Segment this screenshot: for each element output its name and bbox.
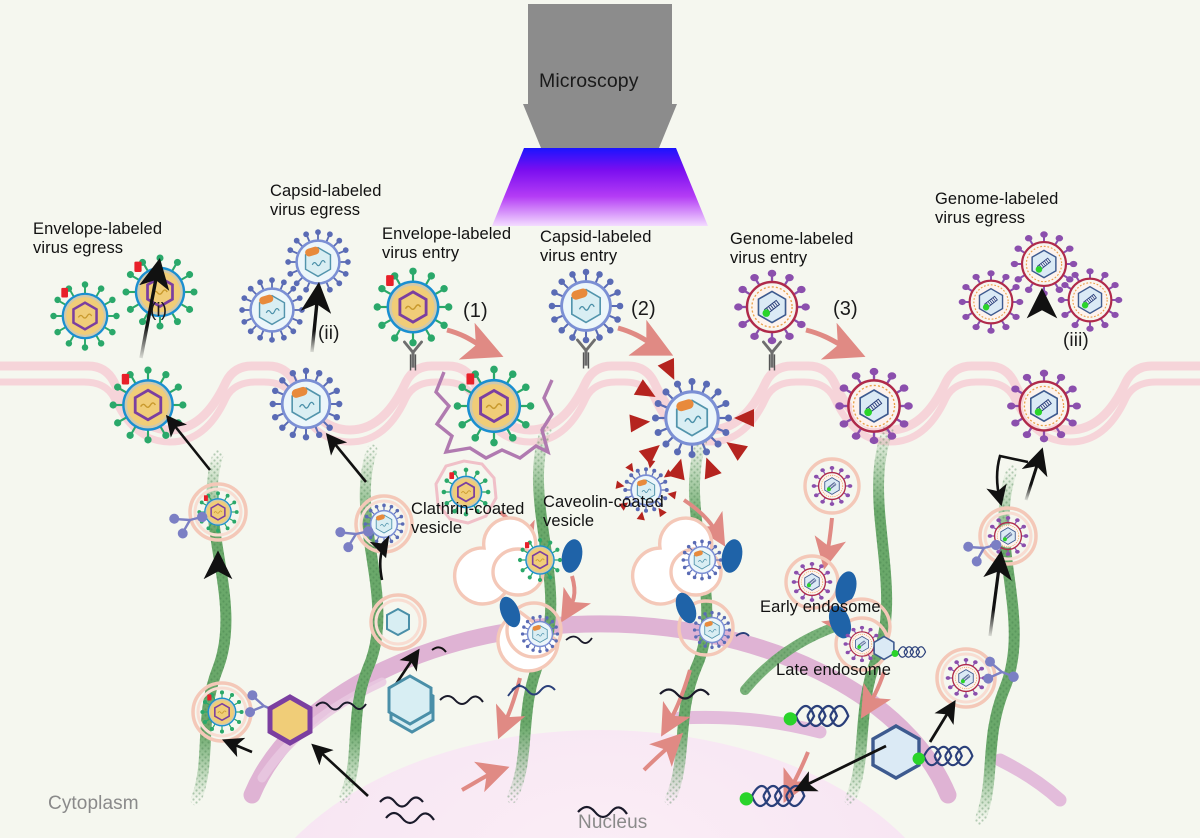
- label-clathrin-vesicle: Clathrin-coated vesicle: [411, 500, 525, 538]
- entry-arrow-1: [446, 322, 504, 360]
- capsid-entry-column: [547, 267, 754, 819]
- entry-arrow: [560, 575, 592, 623]
- genome-strand: [439, 695, 484, 705]
- entry-arrow: [642, 732, 684, 772]
- clathrin-coated-pit: [434, 371, 554, 460]
- step-marker-2: (2): [631, 298, 656, 320]
- step-marker-iii: (iii): [1063, 330, 1089, 351]
- label-capsid-egress: Capsid-labeled virus egress: [270, 182, 382, 220]
- route-arrow: [793, 744, 887, 792]
- entry-arrow: [495, 677, 526, 740]
- route-arrow: [986, 454, 1029, 507]
- step-marker-i: (i): [150, 300, 168, 321]
- entry-arrow-3: [805, 322, 866, 360]
- endosome-marker: [499, 596, 521, 628]
- vesicle-capsid-lower: [369, 593, 427, 651]
- endosome-envelope: [453, 516, 583, 606]
- endosome-capsid: [630, 516, 743, 606]
- label-cytoplasm: Cytoplasm: [48, 793, 139, 814]
- label-envelope-egress: Envelope-labeled virus egress: [33, 220, 163, 258]
- label-capsid-entry: Capsid-labeled virus entry: [540, 228, 652, 266]
- endosome-marker: [675, 592, 697, 624]
- entry-arrow: [860, 671, 892, 719]
- late-endosome-capsid: [675, 592, 750, 657]
- label-nucleus: Nucleus: [578, 812, 648, 833]
- microscopy-label: Microscopy: [539, 70, 639, 92]
- label-genome-egress: Genome-labeled virus egress: [935, 190, 1059, 228]
- egress-arrow-i: [139, 257, 170, 359]
- label-envelope-entry: Envelope-labeled virus entry: [382, 225, 512, 263]
- route-arrow: [165, 414, 212, 471]
- genome-strand-nucleus: [385, 811, 435, 825]
- step-marker-ii: (ii): [318, 323, 340, 344]
- route-arrow: [222, 737, 253, 758]
- route-arrow: [1021, 447, 1048, 501]
- entry-arrow-2: [617, 319, 674, 356]
- vesicle-genome-1: [803, 457, 861, 515]
- route-arrow: [369, 535, 390, 581]
- entry-arrow: [814, 517, 847, 570]
- light-cone: [492, 148, 708, 226]
- step-marker-3: (3): [833, 298, 858, 320]
- vesicle-envelope-upper: [188, 482, 248, 542]
- caveolin-coated-vesicle: [615, 459, 677, 521]
- endosome-marker: [721, 539, 743, 573]
- microscope-body: [528, 4, 672, 104]
- genome-egress-column: [793, 230, 1124, 792]
- route-arrow: [928, 700, 956, 743]
- label-early-endosome: Early endosome: [760, 598, 881, 616]
- label-caveolin-vesicle: Caveolin-coated vesicle: [543, 493, 664, 531]
- route-arrow: [311, 743, 369, 797]
- entry-arrow: [661, 669, 692, 737]
- clathrin-coated-vesicle: [434, 459, 498, 525]
- genome-strand: [511, 685, 556, 696]
- entry-arrow: [682, 498, 726, 547]
- capsid-genome-free: [871, 724, 921, 780]
- route-arrow: [983, 550, 1012, 637]
- genome-strand: [315, 701, 367, 711]
- genome-strand-nucleus: [577, 805, 628, 819]
- label-genome-entry: Genome-labeled virus entry: [730, 230, 854, 268]
- objective-lens: [523, 104, 677, 148]
- capsid-envelope-free: [267, 694, 313, 746]
- genome-strand: [379, 796, 424, 808]
- genome-strand: [659, 688, 710, 700]
- plasma-membrane: [0, 361, 1200, 446]
- endosome-marker: [828, 605, 852, 639]
- early-endosome: [784, 554, 857, 610]
- envelope-egress-column: [49, 253, 424, 808]
- late-endosome-genome: [828, 597, 927, 672]
- entry-arrow: [461, 761, 510, 793]
- label-late-endosome: Late endosome: [776, 661, 892, 679]
- capsid-released-env: [387, 674, 433, 726]
- egress-arrow-ii: [300, 281, 332, 353]
- late-endosome-envelope: [496, 596, 593, 673]
- envelope-entry-column: [372, 266, 593, 825]
- endosome-marker: [561, 539, 583, 573]
- step-marker-1: (1): [463, 300, 488, 322]
- route-arrow: [325, 432, 368, 483]
- endosome-marker: [835, 571, 857, 605]
